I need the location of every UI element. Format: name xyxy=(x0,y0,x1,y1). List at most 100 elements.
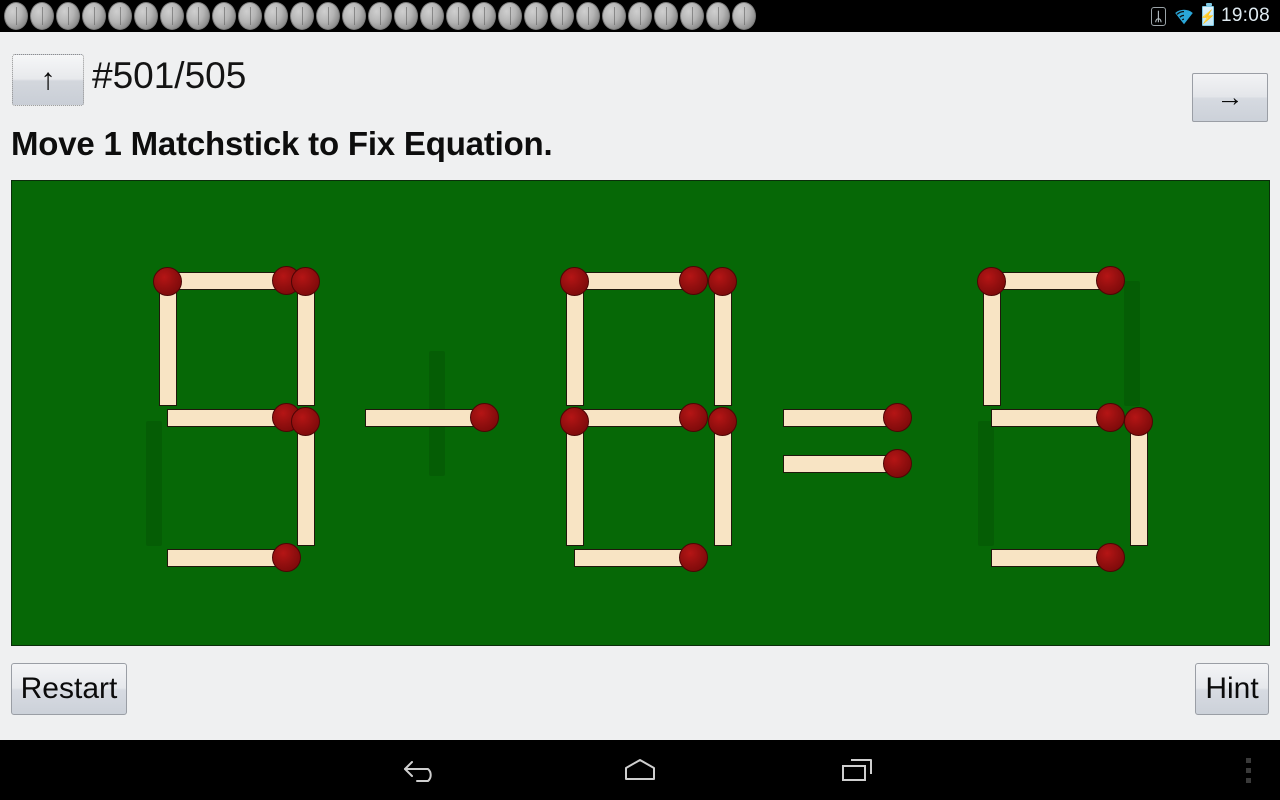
oval-notification-icon[interactable] xyxy=(212,2,236,30)
next-puzzle-button[interactable]: → xyxy=(1192,73,1268,122)
matchstick[interactable] xyxy=(991,543,1126,572)
hint-button-label: Hint xyxy=(1205,672,1259,705)
up-level-button[interactable]: ↑ xyxy=(12,54,84,106)
matchstick-body xyxy=(982,281,1001,406)
menu-dot xyxy=(1245,777,1251,783)
recent-apps-icon[interactable] xyxy=(797,740,917,800)
oval-notification-icon[interactable] xyxy=(394,2,418,30)
matchstick-head xyxy=(678,266,708,295)
matchstick-body xyxy=(167,408,287,427)
matchstick-body xyxy=(167,548,287,567)
oval-notification-icon[interactable] xyxy=(4,2,28,30)
menu-dot xyxy=(1245,757,1251,763)
matchstick-head xyxy=(1095,266,1125,295)
matchstick-body xyxy=(783,408,898,427)
matchstick-body xyxy=(365,408,485,427)
android-nav-bar xyxy=(0,740,1280,800)
matchstick[interactable] xyxy=(153,266,182,406)
matchstick[interactable] xyxy=(783,403,913,432)
status-notification-area[interactable] xyxy=(0,0,1151,32)
oval-notification-icon[interactable] xyxy=(420,2,444,30)
matchstick[interactable] xyxy=(783,449,913,478)
matchstick[interactable] xyxy=(708,266,737,406)
right-arrow-icon: → xyxy=(1216,82,1244,112)
back-icon[interactable] xyxy=(364,740,484,800)
empty-matchstick-slot[interactable] xyxy=(1124,281,1140,406)
status-system-icons: ᛦ ⚡ 19:08 xyxy=(1150,0,1280,32)
matchstick[interactable] xyxy=(291,266,320,406)
oval-notification-icon[interactable] xyxy=(628,2,652,30)
matchstick[interactable] xyxy=(560,406,589,546)
matchstick[interactable] xyxy=(365,403,500,432)
oval-notification-icon[interactable] xyxy=(732,2,756,30)
matchstick[interactable] xyxy=(167,403,302,432)
oval-notification-icon[interactable] xyxy=(446,2,470,30)
matchstick[interactable] xyxy=(291,406,320,546)
oval-notification-icon[interactable] xyxy=(706,2,730,30)
bluetooth-glyph: ᛦ xyxy=(1154,8,1163,24)
matchstick[interactable] xyxy=(560,266,589,406)
battery-charging-icon: ⚡ xyxy=(1199,3,1217,26)
matchstick-body xyxy=(574,548,694,567)
status-clock: 19:08 xyxy=(1220,5,1270,26)
menu-dot xyxy=(1245,767,1251,773)
overflow-menu-icon[interactable] xyxy=(1228,740,1268,800)
oval-notification-icon[interactable] xyxy=(264,2,288,30)
matchstick-head xyxy=(271,543,301,572)
oval-notification-icon[interactable] xyxy=(134,2,158,30)
matchstick-head xyxy=(678,403,708,432)
matchstick[interactable] xyxy=(991,403,1126,432)
matchstick-body xyxy=(783,454,898,473)
restart-button[interactable]: Restart xyxy=(11,663,127,715)
oval-notification-icon[interactable] xyxy=(472,2,496,30)
oval-notification-icon[interactable] xyxy=(160,2,184,30)
matchstick[interactable] xyxy=(708,406,737,546)
oval-notification-icon[interactable] xyxy=(30,2,54,30)
matchstick-body xyxy=(991,548,1111,567)
matchstick-body xyxy=(713,421,732,546)
oval-notification-icon[interactable] xyxy=(56,2,80,30)
empty-matchstick-slot[interactable] xyxy=(978,421,994,546)
oval-notification-icon[interactable] xyxy=(524,2,548,30)
oval-notification-icon[interactable] xyxy=(316,2,340,30)
matchstick[interactable] xyxy=(574,403,709,432)
oval-notification-icon[interactable] xyxy=(290,2,314,30)
home-icon[interactable] xyxy=(580,740,700,800)
oval-notification-icon[interactable] xyxy=(654,2,678,30)
matchstick-head xyxy=(291,406,320,436)
oval-notification-icon[interactable] xyxy=(238,2,262,30)
matchstick[interactable] xyxy=(574,543,709,572)
oval-notification-icon[interactable] xyxy=(602,2,626,30)
header-row: ↑ #501/505 → xyxy=(0,32,1280,122)
oval-notification-icon[interactable] xyxy=(576,2,600,30)
matchstick[interactable] xyxy=(977,266,1006,406)
matchstick-head xyxy=(1095,403,1125,432)
battery-bolt-glyph: ⚡ xyxy=(1199,8,1217,24)
status-bar: ᛦ ⚡ 19:08 xyxy=(0,0,1280,32)
oval-notification-icon[interactable] xyxy=(186,2,210,30)
matchstick-head xyxy=(882,449,912,478)
oval-notification-icon[interactable] xyxy=(108,2,132,30)
matchstick[interactable] xyxy=(1124,406,1153,546)
oval-notification-icon[interactable] xyxy=(550,2,574,30)
matchstick-head xyxy=(882,403,912,432)
oval-notification-icon[interactable] xyxy=(498,2,522,30)
oval-notification-icon[interactable] xyxy=(680,2,704,30)
matchstick-head xyxy=(469,403,499,432)
matchstick[interactable] xyxy=(167,266,302,295)
wifi-icon xyxy=(1173,7,1195,25)
matchstick[interactable] xyxy=(991,266,1126,295)
matchstick-body xyxy=(1129,421,1148,546)
matchstick[interactable] xyxy=(167,543,302,572)
matchstick[interactable] xyxy=(574,266,709,295)
puzzle-board[interactable] xyxy=(11,180,1270,646)
oval-notification-icon[interactable] xyxy=(368,2,392,30)
hint-button[interactable]: Hint xyxy=(1195,663,1269,715)
empty-matchstick-slot[interactable] xyxy=(146,421,162,546)
oval-notification-icon[interactable] xyxy=(342,2,366,30)
matchstick-head xyxy=(678,543,708,572)
oval-notification-icon[interactable] xyxy=(82,2,106,30)
matchstick-body xyxy=(296,421,315,546)
matchstick-body xyxy=(574,271,694,290)
bluetooth-icon: ᛦ xyxy=(1150,6,1166,26)
